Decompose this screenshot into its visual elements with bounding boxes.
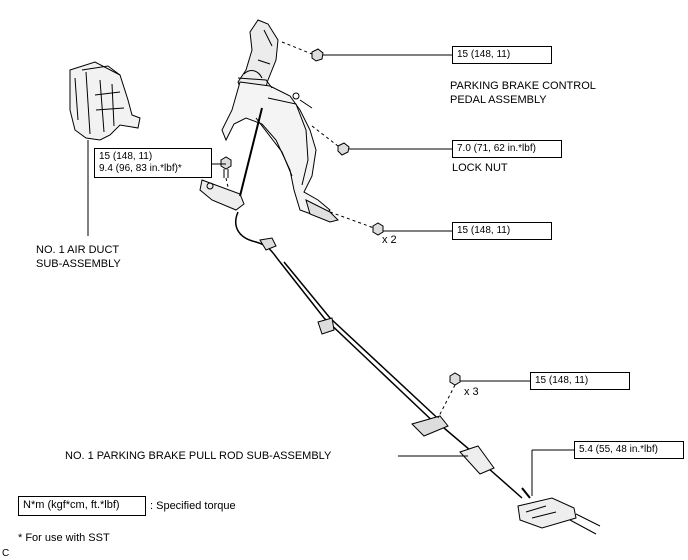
torque-callout-bolts-x3: 15 (148, 11) bbox=[530, 372, 630, 390]
pull-rod-label: NO. 1 PARKING BRAKE PULL ROD SUB-ASSEMBL… bbox=[65, 450, 332, 462]
bolt-x3 bbox=[449, 372, 461, 386]
torque-callout-lock-nut: 7.0 (71, 62 in.*lbf) bbox=[452, 140, 562, 158]
pull-rod bbox=[459, 445, 495, 475]
torque-callout-top-nut: 15 (148, 11) bbox=[452, 46, 552, 64]
lock-nut bbox=[337, 142, 350, 156]
mid-clip bbox=[317, 317, 335, 335]
top-nut bbox=[311, 48, 324, 62]
legend-unit-box: N*m (kgf*cm, ft.*lbf) bbox=[18, 496, 146, 516]
left-bolt bbox=[220, 156, 232, 178]
torque-callout-left-line1: 15 (148, 11) bbox=[99, 151, 153, 162]
cable-bracket bbox=[199, 179, 245, 211]
lock-nut-label: LOCK NUT bbox=[452, 162, 508, 174]
quantity-x3-label: x 3 bbox=[464, 386, 479, 398]
air-duct-label-line2: SUB-ASSEMBLY bbox=[36, 258, 121, 270]
pedal-assembly-label-line1: PARKING BRAKE CONTROL bbox=[450, 80, 596, 92]
torque-callout-bottom-right: 5.4 (55, 48 in.*lbf) bbox=[574, 441, 684, 459]
legend-footnote: * For use with SST bbox=[18, 532, 110, 544]
legend-unit-text: : Specified torque bbox=[150, 500, 236, 512]
equalizer-part bbox=[517, 497, 601, 535]
lower-bracket bbox=[411, 415, 449, 437]
air-duct-label-line1: NO. 1 AIR DUCT bbox=[36, 244, 120, 256]
torque-callout-left-bolt: 15 (148, 11) 9.4 (96, 83 in.*lbf)* bbox=[94, 148, 212, 178]
pedal-assembly-label-line2: PEDAL ASSEMBLY bbox=[450, 94, 547, 106]
torque-callout-bolts-x2: 15 (148, 11) bbox=[452, 222, 552, 240]
pedal-assembly-part bbox=[221, 19, 339, 223]
bolt-x2 bbox=[372, 222, 384, 236]
corner-code: C bbox=[2, 548, 10, 559]
air-duct-part bbox=[69, 61, 141, 141]
quantity-x2-label: x 2 bbox=[382, 234, 397, 246]
torque-callout-left-line2: 9.4 (96, 83 in.*lbf)* bbox=[99, 163, 182, 174]
